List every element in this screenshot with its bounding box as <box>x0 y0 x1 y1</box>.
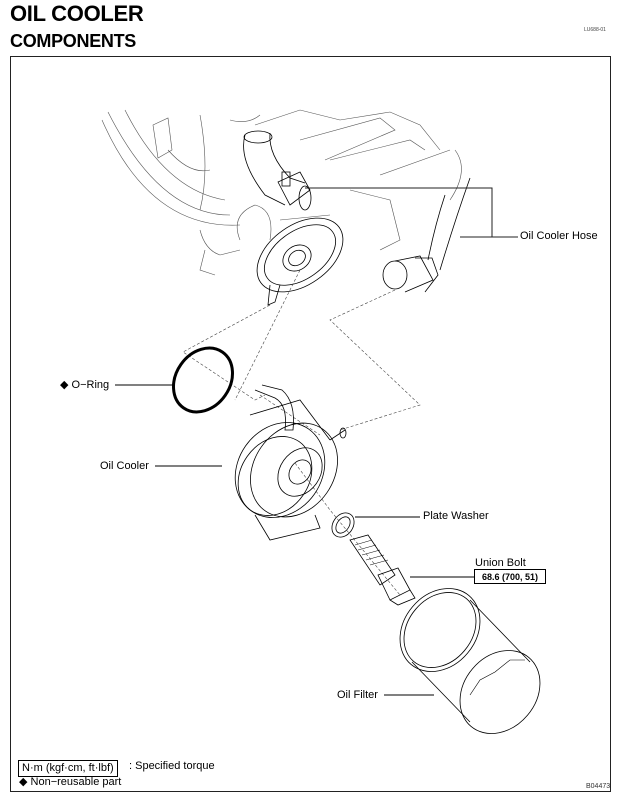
oil-filter <box>399 588 541 734</box>
plate-washer <box>331 512 355 538</box>
label-union-bolt: Union Bolt <box>475 557 526 569</box>
label-o-ring: ◆ O−Ring <box>60 378 109 391</box>
label-oil-cooler: Oil Cooler <box>100 460 149 472</box>
union-bolt <box>349 534 416 606</box>
oil-cooler <box>234 384 347 541</box>
figure-id: B04473 <box>586 783 611 790</box>
engine-flange <box>256 217 344 306</box>
non-reusable-marker-icon: ◆ <box>60 379 69 391</box>
label-o-ring-text: O−Ring <box>71 379 110 391</box>
label-plate-washer: Plate Washer <box>423 510 489 522</box>
torque-unit-legend: N·m (kgf·cm, ft·lbf) <box>18 760 118 777</box>
hose-lower <box>382 177 471 293</box>
o-ring <box>172 346 234 414</box>
document-id: LU688-01 <box>584 27 606 33</box>
page-subtitle: COMPONENTS <box>10 31 137 51</box>
label-oil-filter: Oil Filter <box>337 689 378 701</box>
page-title: OIL COOLER <box>10 1 144 26</box>
non-reusable-legend: ◆ Non−reusable part <box>19 776 122 788</box>
label-oil-cooler-hose: Oil Cooler Hose <box>520 230 598 242</box>
union-bolt-torque: 68.6 (700, 51) <box>474 569 546 584</box>
torque-legend-desc: : Specified torque <box>129 760 215 772</box>
hose-upper <box>243 130 312 211</box>
engine-background <box>101 109 462 276</box>
guide-lines <box>182 269 421 596</box>
hose-callout-lines <box>305 187 518 238</box>
diagram-frame <box>10 56 611 792</box>
